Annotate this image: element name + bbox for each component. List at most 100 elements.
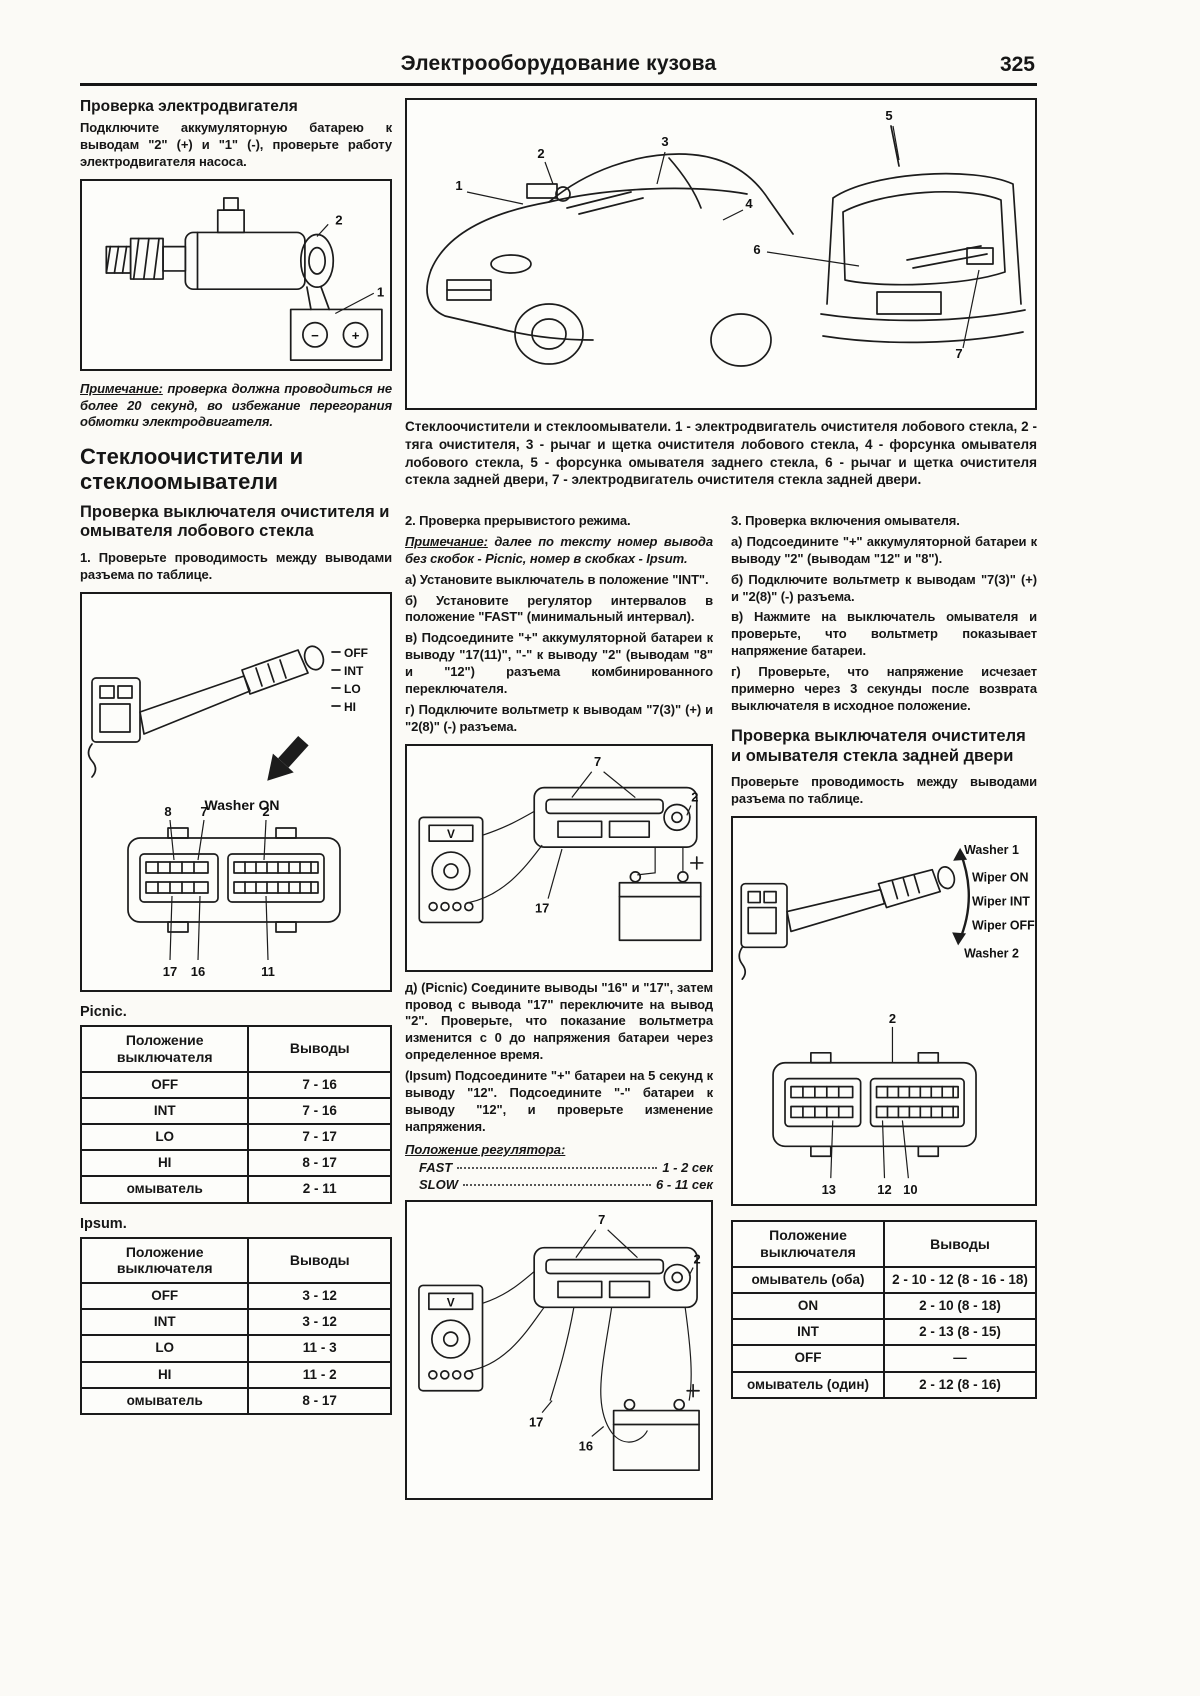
cell-position: ON: [731, 1291, 885, 1321]
regulator-fast-row: FAST 1 - 2 сек: [405, 1160, 713, 1175]
label-7: 7: [594, 754, 601, 769]
voltmeter: [418, 816, 484, 923]
step3-item-a: а) Подсоедините "+" аккумуляторной батар…: [731, 533, 1037, 566]
label-wiper-int: Wiper INT: [972, 895, 1030, 909]
cell-position: LO: [79, 1334, 250, 1363]
note-label: Примечание:: [405, 533, 488, 549]
circuit-drawing-2: 7 2 17 16 V: [418, 1212, 701, 1471]
top-figure-area: 1 2 3 4 5 6 7 Стеклоочистители и стеклоо…: [405, 98, 1037, 489]
step2-note: Примечание: далее по тексту номер вывода…: [405, 534, 713, 568]
regulator-title: Положение регулятора:: [405, 1141, 566, 1157]
push-arrow: [267, 735, 309, 781]
motor-note: Примечание: проверка должна проводиться …: [80, 381, 392, 432]
switch-stalk: [738, 866, 956, 981]
cell-pins: 2 - 12 (8 - 16): [883, 1370, 1037, 1399]
col-header-position: Положение выключателя: [79, 1236, 250, 1285]
cell-position: LO: [79, 1122, 250, 1152]
position-off: OFF: [344, 646, 368, 660]
callout-lines: [466, 125, 980, 349]
battery: [612, 1383, 700, 1471]
battery-block: [289, 308, 383, 361]
fast-label: FAST: [419, 1159, 453, 1175]
dotted-leader: [463, 1183, 652, 1186]
col-header-pins: Выводы: [247, 1024, 392, 1073]
pin-label-8: 8: [164, 804, 171, 819]
step2-item-b: б) Установите регулятор интервалов в пол…: [405, 592, 713, 625]
label-wiper-off: Wiper OFF: [972, 919, 1035, 933]
car-callout-2: 2: [537, 146, 544, 161]
label-washer-2: Washer 2: [964, 946, 1019, 960]
cell-pins: 3 - 12: [247, 1282, 392, 1311]
pump-callout-1: 1: [377, 284, 384, 299]
cell-pins: 2 - 10 - 12 (8 - 16 - 18): [883, 1265, 1037, 1294]
pin-label-11: 11: [261, 964, 275, 979]
step2-item-g: г) Подключите вольтметр к выводам "7(3)"…: [405, 701, 713, 734]
pin-label-2: 2: [262, 804, 269, 819]
cell-pins: 3 - 12: [247, 1308, 392, 1337]
cell-pins: 2 - 13 (8 - 15): [883, 1318, 1037, 1347]
label-2: 2: [691, 789, 698, 804]
step3-item-g: г) Проверьте, что напряжение исчезает пр…: [731, 664, 1037, 713]
cell-position: OFF: [79, 1070, 250, 1099]
cell-position: INT: [79, 1096, 250, 1125]
page-header: Электрооборудование кузова 325: [80, 52, 1037, 86]
cell-position: омыватель: [79, 1175, 250, 1204]
cell-position: OFF: [731, 1344, 885, 1373]
pump-motor-figure: 2 1 − +: [80, 178, 392, 371]
regulator-slow-row: SLOW 6 - 11 сек: [405, 1177, 713, 1192]
col-header-pins: Выводы: [247, 1236, 392, 1285]
cell-position: HI: [79, 1149, 250, 1178]
slow-label: SLOW: [419, 1176, 458, 1192]
battery-minus-symbol: −: [311, 328, 319, 343]
car-callout-7: 7: [955, 346, 962, 361]
pin-label-2: 2: [889, 1011, 896, 1026]
switch-stalk: [87, 645, 341, 778]
car-callout-5: 5: [885, 108, 892, 123]
cell-position: INT: [731, 1318, 885, 1347]
step2-title: 2. Проверка прерывистого режима.: [405, 513, 631, 528]
voltmeter: [418, 1284, 484, 1392]
page-title: Электрооборудование кузова: [400, 52, 717, 75]
motor-check-text: Подключите аккумуляторную батарею к выво…: [80, 120, 392, 169]
table-row: омыватель (оба)2 - 10 - 12 (8 - 16 - 18): [731, 1265, 1037, 1294]
cell-pins: 7 - 16: [247, 1096, 392, 1125]
figure-caption: Стеклоочистители и стеклоомыватели. 1 - …: [405, 419, 1037, 488]
label-2: 2: [693, 1251, 700, 1266]
pin-label-13: 13: [822, 1182, 836, 1197]
pump-motor-drawing: 2 1 − +: [105, 196, 384, 361]
washer-on-label: Washer ON: [205, 797, 280, 813]
rear-wiper-switch-drawing: Washer 1 Wiper ON Wiper INT Wiper OFF Wa…: [738, 843, 1035, 1197]
note-text: проверка должна проводиться не более 20 …: [80, 380, 393, 430]
wiper-motor-assembly: [533, 1246, 698, 1308]
rear-switch-check-title: Проверка выключателя очистителя и омыват…: [731, 726, 1026, 765]
position-int: INT: [344, 664, 364, 678]
slow-value: 6 - 11 сек: [656, 1176, 713, 1192]
cell-pins: 7 - 16: [247, 1070, 392, 1099]
car-callout-1: 1: [455, 178, 462, 193]
pin-label-17: 17: [163, 964, 177, 979]
middle-column: 2. Проверка прерывистого режима. Примеча…: [405, 513, 713, 1508]
left-column: Проверка электродвигателя Подключите акк…: [79, 98, 392, 1419]
table-row: омыватель (один)2 - 12 (8 - 16): [731, 1370, 1037, 1399]
step3-title: 3. Проверка включения омывателя.: [731, 513, 960, 528]
wires: [468, 770, 692, 903]
cell-pins: 7 - 17: [247, 1122, 392, 1152]
front-wiper-switch-drawing: OFF INT LO HI Washer ON: [87, 645, 368, 979]
page-number: 325: [999, 53, 1035, 76]
pin-leader-lines: [830, 1027, 909, 1179]
right-column: 3. Проверка включения омывателя. а) Подс…: [731, 513, 1037, 1403]
step2-item-a: а) Установите выключатель в положение "I…: [405, 571, 709, 587]
note-label: Примечание:: [80, 380, 163, 396]
position-hi: HI: [344, 700, 356, 714]
rear-intro-text: Проверьте проводимость между выводами ра…: [731, 774, 1037, 807]
